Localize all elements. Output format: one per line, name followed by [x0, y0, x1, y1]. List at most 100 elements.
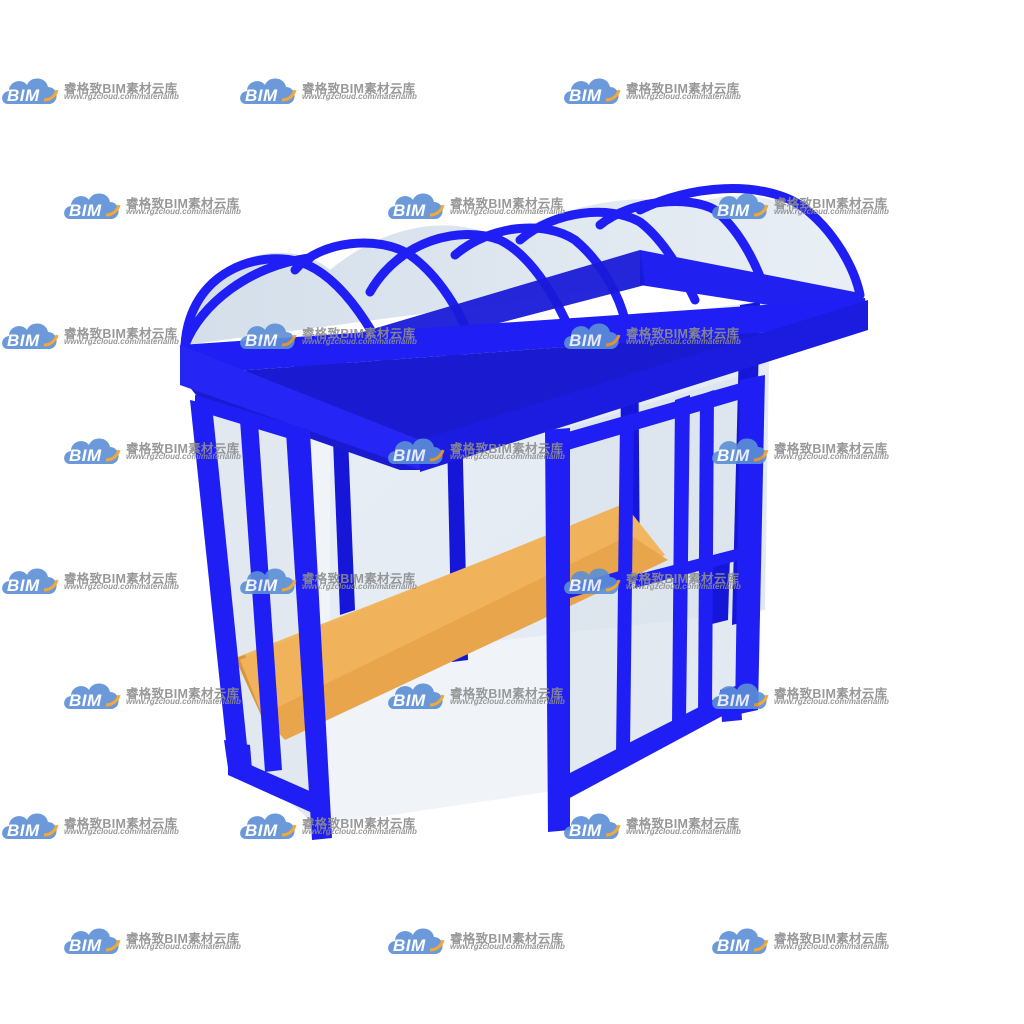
watermark-title: 睿格致BIM素材云库: [450, 687, 564, 701]
watermark-url: www.rgzcloud.com/materiallib: [64, 337, 179, 346]
cloud-logo-icon: [712, 438, 769, 464]
watermark-logo-text: BIM: [7, 331, 40, 350]
front-fascia-right: [420, 300, 868, 472]
cloud-logo-icon: [64, 193, 121, 219]
watermark-title: 睿格致BIM素材云库: [774, 197, 888, 211]
cloud-logo-icon: [388, 928, 445, 954]
front-roof-beam: [180, 298, 868, 375]
watermark-title: 睿格致BIM素材云库: [450, 197, 564, 211]
watermark-title: 睿格致BIM素材云库: [774, 687, 888, 701]
watermark-logo-text: BIM: [69, 691, 102, 710]
watermark-logo-text: BIM: [569, 86, 602, 105]
watermark-title: 睿格致BIM素材云库: [64, 817, 178, 831]
watermark-url: www.rgzcloud.com/materiallib: [64, 582, 179, 591]
watermark-logo-text: BIM: [569, 576, 602, 595]
watermark-url: www.rgzcloud.com/materiallib: [774, 452, 889, 461]
cloud-logo-icon: [712, 683, 769, 709]
watermark-title: 睿格致BIM素材云库: [126, 687, 240, 701]
cloud-logo-icon: [564, 78, 621, 104]
watermark-url: www.rgzcloud.com/materiallib: [774, 942, 889, 951]
cloud-logo-icon: [2, 323, 59, 349]
watermark-url: www.rgzcloud.com/materiallib: [126, 452, 241, 461]
watermark-logo-text: BIM: [245, 331, 278, 350]
watermark-title: 睿格致BIM素材云库: [626, 82, 740, 96]
watermark-url: www.rgzcloud.com/materiallib: [450, 207, 565, 216]
watermark-url: www.rgzcloud.com/materiallib: [126, 697, 241, 706]
watermark-url: www.rgzcloud.com/materiallib: [126, 207, 241, 216]
watermark-title: 睿格致BIM素材云库: [450, 932, 564, 946]
watermark-title: 睿格致BIM素材云库: [64, 572, 178, 586]
watermark-url: www.rgzcloud.com/materiallib: [64, 827, 179, 836]
watermark-logo-text: BIM: [717, 446, 750, 465]
watermark-title: 睿格致BIM素材云库: [626, 817, 740, 831]
watermark-title: 睿格致BIM素材云库: [64, 327, 178, 341]
watermark-logo-text: BIM: [717, 201, 750, 220]
cloud-logo-icon: [64, 683, 121, 709]
cloud-logo-icon: [2, 78, 59, 104]
watermark-logo-text: BIM: [7, 821, 40, 840]
watermark-url: www.rgzcloud.com/materiallib: [126, 942, 241, 951]
front-fascia: [180, 345, 420, 470]
cloud-logo-icon: [564, 813, 621, 839]
cloud-logo-icon: [240, 813, 297, 839]
cloud-logo-icon: [388, 683, 445, 709]
watermark-logo-text: BIM: [393, 201, 426, 220]
cloud-logo-icon: [564, 323, 621, 349]
watermark-url: www.rgzcloud.com/materiallib: [774, 207, 889, 216]
cloud-logo-icon: [240, 568, 297, 594]
cloud-logo-icon: [240, 323, 297, 349]
watermark-title: 睿格致BIM素材云库: [774, 932, 888, 946]
watermark-logo-text: BIM: [717, 936, 750, 955]
watermark-logo-text: BIM: [69, 446, 102, 465]
watermark-logo-text: BIM: [569, 331, 602, 350]
cloud-logo-icon: [2, 813, 59, 839]
cloud-logo-icon: [712, 193, 769, 219]
watermark-title: 睿格致BIM素材云库: [626, 572, 740, 586]
cloud-logo-icon: [388, 438, 445, 464]
cloud-logo-icon: [240, 78, 297, 104]
watermark-logo-text: BIM: [393, 936, 426, 955]
watermark-title: 睿格致BIM素材云库: [450, 442, 564, 456]
watermark-title: 睿格致BIM素材云库: [774, 442, 888, 456]
cloud-logo-icon: [564, 568, 621, 594]
watermark-logo-text: BIM: [69, 936, 102, 955]
watermark-url: www.rgzcloud.com/materiallib: [450, 452, 565, 461]
watermark-logo-text: BIM: [7, 86, 40, 105]
watermark-url: www.rgzcloud.com/materiallib: [64, 92, 179, 101]
watermark-title: 睿格致BIM素材云库: [126, 932, 240, 946]
watermark-url: www.rgzcloud.com/materiallib: [774, 697, 889, 706]
watermark-logo-text: BIM: [69, 201, 102, 220]
watermark-logo-text: BIM: [245, 86, 278, 105]
cloud-logo-icon: [64, 928, 121, 954]
watermark-url: www.rgzcloud.com/materiallib: [626, 337, 741, 346]
watermark-url: www.rgzcloud.com/materiallib: [626, 827, 741, 836]
watermark-url: www.rgzcloud.com/materiallib: [302, 92, 417, 101]
watermark-logo-text: BIM: [569, 821, 602, 840]
watermark-title: 睿格致BIM素材云库: [126, 197, 240, 211]
watermark-url: www.rgzcloud.com/materiallib: [450, 697, 565, 706]
watermark-logo-text: BIM: [245, 576, 278, 595]
watermark-url: www.rgzcloud.com/materiallib: [626, 582, 741, 591]
watermark-logo-text: BIM: [393, 446, 426, 465]
watermark-url: www.rgzcloud.com/materiallib: [302, 337, 417, 346]
left-frame: [190, 395, 332, 840]
